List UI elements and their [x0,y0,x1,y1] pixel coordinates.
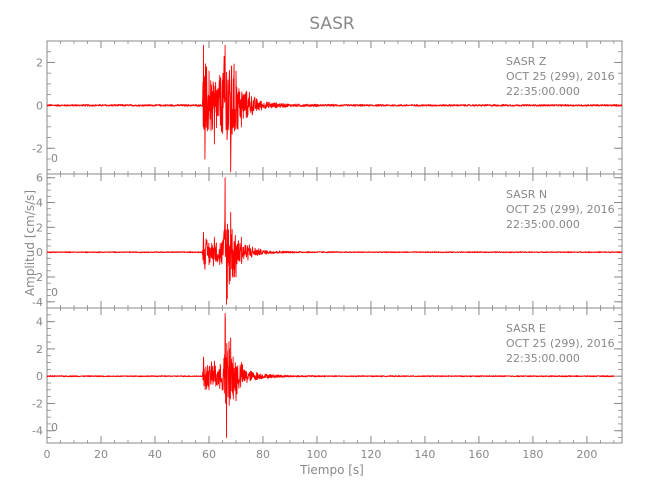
y-tick-label: -2 [32,142,43,155]
x-tick-label: 40 [148,448,162,461]
trace-marker-label: 0 [51,286,58,299]
x-axis: 0 20 40 60 80 100 120 140 160 180 200 [44,448,598,461]
time-label: 22:35:00.000 [506,218,580,231]
y-tick-label: 0 [36,246,43,259]
y-tick-label: 2 [36,56,43,69]
y-tick-label: 4 [36,316,43,329]
y-tick-label: -2 [32,271,43,284]
y-axis-label: Amplitud [cm/s/s] [23,190,37,296]
x-tick-label: 80 [256,448,270,461]
waveform-series-1 [46,44,623,173]
y-tick-label: 2 [36,221,43,234]
chart-title: SASR [309,14,355,34]
x-tick-label: 100 [306,448,327,461]
panels: -2 0 2 SASR Z OCT 25 (299), 2016 22:35:00.000… [32,40,623,444]
time-label: 22:35:00.000 [506,85,580,98]
y-tick-label: -2 [32,397,43,410]
y-tick-label: 4 [36,197,43,210]
panel-info: SASR N OCT 25 (299), 2016 22:35:00.000 0 [51,188,615,299]
x-tick-label: 20 [94,448,108,461]
x-tick-label: 0 [44,448,51,461]
panel-info: SASR E OCT 25 (299), 2016 22:35:00.000 0 [51,322,615,434]
x-tick-label: 200 [576,448,597,461]
panel-frame [46,307,623,444]
y-tick-label: 6 [36,172,43,185]
panel-1: -2 0 2 SASR Z OCT 25 (299), 2016 22:35:00.000… [32,40,623,175]
y-tick-label: 0 [36,99,43,112]
x-tick-label: 120 [360,448,381,461]
trace-marker-label: 0 [51,152,58,165]
y-tick-label: -4 [32,425,43,438]
station-component-label: SASR Z [506,55,547,68]
y-tick-label: 0 [36,370,43,383]
waveform-series-3 [46,313,615,438]
date-label: OCT 25 (299), 2016 [506,337,615,350]
x-tick-label: 140 [414,448,435,461]
time-label: 22:35:00.000 [506,352,580,365]
y-tick-label: 2 [36,343,43,356]
x-tick-label: 160 [468,448,489,461]
station-component-label: SASR N [506,188,547,201]
trace-marker-label: 0 [51,421,58,434]
date-label: OCT 25 (299), 2016 [506,70,615,83]
x-tick-label: 180 [522,448,543,461]
x-axis-label: Tiempo [s] [299,463,364,477]
y-tick-label: -4 [32,296,43,309]
waveform-series-2 [46,177,623,305]
station-component-label: SASR E [506,322,546,335]
panel-info: SASR Z OCT 25 (299), 2016 22:35:00.000 0 [51,55,615,165]
x-tick-label: 60 [202,448,216,461]
date-label: OCT 25 (299), 2016 [506,203,615,216]
panel-3: -4 -2 0 2 4 SASR E OCT 25 (299), 2016 22:35:00.… [32,307,623,444]
